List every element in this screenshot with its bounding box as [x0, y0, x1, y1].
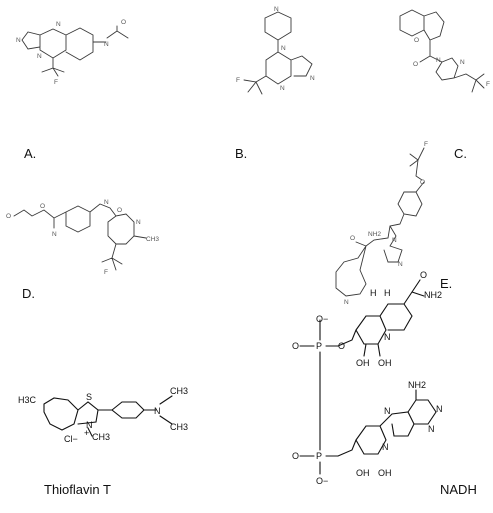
atom-label: N [274, 6, 279, 13]
atom-label: H [384, 288, 391, 298]
atom-label: H [370, 288, 377, 298]
atom-label: N [436, 404, 443, 414]
atom-label: O− [316, 314, 328, 324]
atom-label: N [16, 37, 21, 44]
atom-label: OH [356, 468, 370, 478]
atom-label: CH3 [146, 236, 159, 243]
atom-label: N [384, 406, 391, 416]
atom-label: N [136, 219, 141, 226]
atom-label: CH3 [92, 432, 110, 442]
structure-thioflavin-t: H3C S N + CH3 Cl− N CH3 CH3 [18, 386, 188, 444]
atom-label: O [414, 37, 419, 44]
atom-label: N [392, 237, 397, 244]
atom-label: F [236, 77, 240, 84]
atom-label: N [154, 406, 161, 416]
label-nadh: NADH [440, 482, 477, 497]
atom-label: P [316, 341, 322, 351]
atom-label: N [428, 424, 435, 434]
atom-label: F [54, 79, 58, 86]
atom-label: NH2 [424, 290, 442, 300]
structure-b: N N N N F [236, 6, 315, 95]
atom-label: O [121, 19, 126, 26]
atom-label: N [56, 21, 61, 28]
atom-label: N [52, 231, 57, 238]
atom-label: N [104, 41, 109, 48]
atom-label: NH2 [408, 380, 426, 390]
atom-label: O [40, 203, 45, 210]
atom-label: N [310, 75, 315, 82]
atom-label: O [6, 213, 11, 220]
atom-label: O− [316, 476, 328, 486]
atom-label: OH [378, 468, 392, 478]
atom-label: N [280, 85, 285, 92]
atom-label: O [420, 179, 425, 186]
atom-label: N [104, 199, 109, 206]
atom-label: N [384, 332, 391, 342]
label-a: A. [24, 146, 36, 161]
atom-label: CH3 [170, 386, 188, 396]
atom-label: N [37, 53, 42, 60]
structure-e: F O NH2 N N O N [335, 141, 428, 306]
label-d: D. [22, 286, 35, 301]
atom-label: F [104, 269, 108, 276]
atom-label: N [398, 261, 403, 268]
atom-label: F [424, 141, 428, 148]
structure-a: N N N N O F [16, 19, 129, 86]
atom-label: P [316, 451, 322, 461]
structure-c: O O N N F [399, 9, 490, 93]
atom-label: O [292, 341, 299, 351]
atom-label: N [382, 442, 389, 452]
atom-label: N [436, 57, 441, 64]
atom-label: O [117, 207, 122, 214]
atom-label: Cl− [64, 434, 78, 444]
label-e: E. [440, 276, 452, 291]
atom-label: OH [356, 358, 370, 368]
label-thioflavin-t: Thioflavin T [44, 482, 111, 497]
atom-label: O [338, 341, 345, 351]
label-c: C. [454, 146, 467, 161]
atom-label: O [350, 235, 355, 242]
atom-label: O [420, 270, 427, 280]
atom-label: N [86, 420, 93, 430]
atom-label: + [84, 428, 89, 438]
atom-label: N [460, 59, 465, 66]
atom-label: NH2 [368, 231, 381, 238]
atom-label: N [281, 45, 286, 52]
atom-label: S [86, 392, 92, 402]
atom-label: O [292, 451, 299, 461]
atom-label: O [413, 61, 418, 68]
atom-label: F [486, 81, 490, 88]
structure-nadh: O− P O O H H N NH2 O OH OH P O O− NH2 N … [292, 270, 443, 486]
atom-label: H3C [18, 395, 37, 405]
atom-label: OH [378, 358, 392, 368]
atom-label: N [344, 299, 349, 306]
label-b: B. [235, 146, 247, 161]
atom-label: CH3 [170, 422, 188, 432]
structure-d: O O N N O N CH3 F [6, 199, 159, 276]
